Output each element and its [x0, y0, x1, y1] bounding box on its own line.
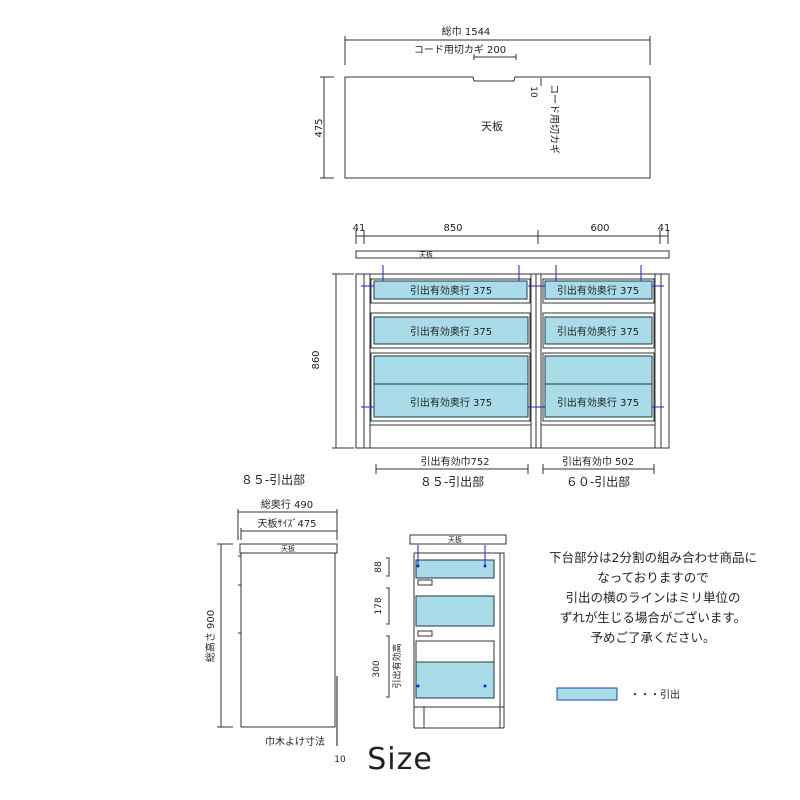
note-line: 下台部分は2分割の組み合わせ商品に	[549, 550, 757, 565]
dim-600: 600	[590, 223, 609, 234]
side-view: ８５-引出部 総奥行 490 天板ｻｲｽﾞ475 天板 総高さ 900 巾木よけ…	[204, 472, 346, 765]
drawer-height-178: 178	[374, 597, 384, 614]
left-width-label: 引出有効巾752	[420, 455, 489, 468]
front-view: 41 850 600 41 天板 860	[311, 223, 670, 489]
side-section-label: ８５-引出部	[241, 472, 305, 487]
note-line: ずれが生じる場合がございます。	[559, 610, 747, 625]
total-height-label: 総高さ 900	[204, 610, 217, 662]
page-title: Size	[367, 742, 433, 777]
right-width-label: 引出有効巾 502	[562, 455, 634, 468]
notch-vertical-label: コード用切カギ	[548, 84, 560, 154]
drawer-height-88: 88	[374, 561, 384, 573]
note-line: なっておりますので	[597, 570, 709, 585]
baseboard-label: 巾木よけ寸法	[265, 735, 325, 748]
effective-height-label: 引出有効高	[391, 643, 403, 688]
board-size-label: 天板ｻｲｽﾞ475	[257, 517, 316, 530]
drawer-label-l1: 引出有効奥行 375	[410, 284, 492, 297]
depth-label: 475	[314, 118, 325, 137]
total-width-label: 総巾 1544	[442, 25, 491, 38]
cord-notch-label: コード用切カギ 200	[414, 44, 506, 56]
top-view: 総巾 1544 コード用切カギ 200 475 天板 10 コード用切カギ	[314, 25, 651, 179]
dim-850: 850	[443, 223, 462, 234]
note-line: 引出の横のラインはミリ単位の	[565, 590, 741, 605]
drawer-label-l2: 引出有効奥行 375	[410, 325, 492, 338]
notch-depth-label: 10	[528, 86, 538, 98]
side-board-label: 天板	[281, 544, 295, 553]
tabletop-outline	[344, 76, 651, 179]
height-label: 860	[311, 350, 322, 369]
left-section-label: ８５-引出部	[420, 474, 484, 489]
dim-41-right: 41	[658, 223, 671, 234]
front-board-label: 天板	[419, 250, 433, 259]
legend-swatch	[556, 687, 618, 701]
drawer-label-r1: 引出有効奥行 375	[557, 284, 639, 297]
drawer-label-l3: 引出有効奥行 375	[410, 396, 492, 409]
note-line: 予めご了承ください。	[590, 630, 716, 645]
drawer-height-300: 300	[372, 660, 382, 677]
legend-label: ・・・引出	[630, 688, 680, 701]
section-board-label: 天板	[448, 535, 462, 544]
drawer-label-r2: 引出有効奥行 375	[557, 325, 639, 338]
note-text: 下台部分は2分割の組み合わせ商品に なっておりますので 引出の横のラインはミリ単…	[520, 548, 786, 648]
total-depth-label: 総奥行 490	[261, 498, 313, 511]
section-view: 天板 88 178 300 引出有効高	[372, 534, 507, 729]
drawer-label-r3: 引出有効奥行 375	[557, 396, 639, 409]
baseboard-value: 10	[334, 755, 346, 765]
dim-41-left: 41	[353, 223, 366, 234]
right-section-label: ６０-引出部	[566, 474, 630, 489]
tabletop-label: 天板	[481, 119, 503, 133]
